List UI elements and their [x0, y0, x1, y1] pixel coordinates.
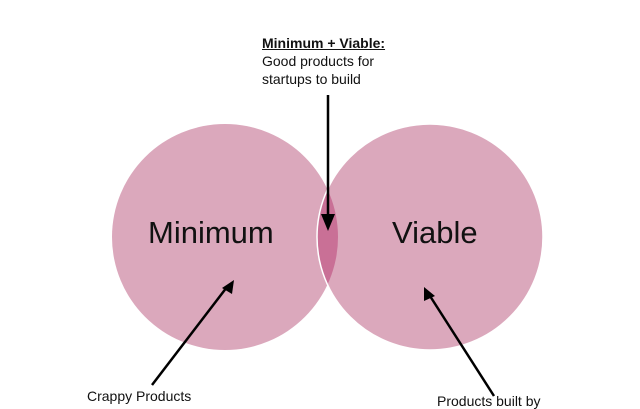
- overlap-arrow-head: [321, 214, 335, 231]
- minimum-arrow: [151, 286, 228, 386]
- callout-line-1: Good products for: [262, 53, 375, 69]
- viable-circle: [317, 124, 543, 350]
- callout-line-2: startups to build: [262, 71, 361, 87]
- viable-circle-outline: [316, 123, 544, 351]
- venn-diagram: [112, 95, 544, 397]
- minimum-arrow-head: [222, 280, 234, 294]
- overlap-callout: Minimum + Viable: Good products for star…: [262, 34, 385, 88]
- callout-heading: Minimum + Viable:: [262, 35, 386, 51]
- crappy-products-label: Crappy Products: [87, 388, 192, 404]
- viable-label: Viable: [392, 215, 478, 250]
- minimum-label: Minimum: [148, 215, 274, 250]
- viable-arrow: [428, 295, 496, 397]
- viable-arrow-head: [424, 287, 435, 301]
- minimum-circle: [112, 124, 338, 350]
- products-built-by-label: Products built by: [437, 393, 541, 409]
